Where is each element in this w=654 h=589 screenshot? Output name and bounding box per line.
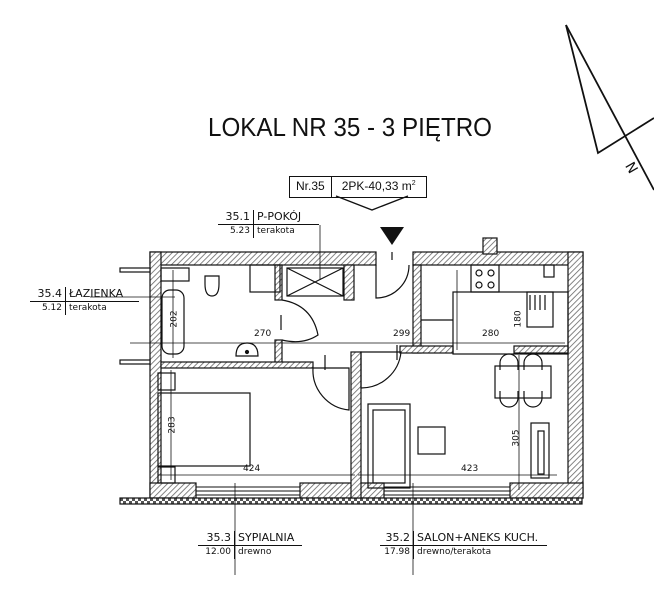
apartment-type-area: 2PK-40,33 m2 bbox=[332, 177, 426, 197]
room-name: SYPIALNIA bbox=[238, 531, 295, 544]
apartment-number: Nr.35 bbox=[290, 177, 332, 197]
svg-text:N: N bbox=[621, 160, 640, 177]
room-area: 12.00 bbox=[198, 546, 235, 559]
badge-pointer bbox=[335, 195, 409, 211]
bedroom-door-icon bbox=[312, 367, 350, 411]
room-floor: terakota bbox=[69, 303, 107, 313]
room-name: SALON+ANEKS KUCH. bbox=[417, 531, 539, 544]
kitchen-fixtures bbox=[421, 264, 569, 355]
ventilation-shaft-icon bbox=[286, 267, 344, 297]
room-id: 35.3 bbox=[198, 531, 235, 545]
dim-kitchen-width: 280 bbox=[482, 329, 500, 339]
bathroom-door-icon bbox=[281, 299, 319, 343]
dim-corridor-width: 299 bbox=[393, 329, 411, 339]
coffee-table-icon bbox=[417, 426, 446, 455]
stove-icon bbox=[470, 264, 500, 293]
entrance-door-icon bbox=[375, 264, 410, 299]
room-floor: terakota bbox=[257, 226, 295, 236]
type-area-text: 2PK-40,33 m bbox=[341, 179, 412, 193]
dim-kitchen-height: 180 bbox=[513, 310, 524, 328]
dim-bedroom-width: 424 bbox=[243, 464, 261, 474]
room-name: P-POKÓJ bbox=[257, 210, 302, 223]
entrance-triangle-icon bbox=[380, 227, 404, 245]
windows bbox=[195, 486, 511, 496]
toilet-icon bbox=[204, 275, 220, 297]
dining-table-icon bbox=[494, 365, 552, 399]
walls bbox=[119, 237, 584, 505]
room-area: 17.98 bbox=[380, 546, 414, 559]
apartment-badge: Nr.35 2PK-40,33 m2 bbox=[289, 176, 427, 198]
room-area: 5.23 bbox=[218, 225, 254, 238]
kitchen-sink-icon bbox=[526, 291, 554, 328]
area-unit-superscript: 2 bbox=[411, 180, 416, 187]
doors bbox=[280, 264, 410, 411]
sofa-icon bbox=[367, 403, 411, 489]
room-id: 35.2 bbox=[380, 531, 414, 545]
bed-icon bbox=[157, 392, 251, 467]
room-floor: drewno/terakota bbox=[417, 547, 492, 557]
north-arrow-icon: N bbox=[565, 24, 654, 191]
room-area: 5.12 bbox=[30, 302, 66, 315]
living-door-icon bbox=[360, 351, 402, 389]
living-furniture bbox=[367, 353, 552, 489]
plan-title: LOKAL NR 35 - 3 PIĘTRO bbox=[208, 112, 492, 142]
nightstand-icon bbox=[157, 372, 176, 391]
cabinet-icon bbox=[530, 422, 550, 479]
fridge-icon bbox=[543, 264, 555, 278]
room-name: ŁAZIENKA bbox=[69, 287, 124, 300]
room-floor: drewno bbox=[238, 547, 272, 557]
dim-bath-height: 202 bbox=[169, 310, 180, 328]
dimension-lines bbox=[90, 225, 565, 575]
room-id: 35.1 bbox=[218, 210, 254, 224]
washing-machine-icon bbox=[160, 267, 190, 282]
dim-living-height: 305 bbox=[511, 429, 522, 447]
room-id: 35.4 bbox=[30, 287, 66, 301]
dim-bedroom-height: 283 bbox=[167, 416, 178, 434]
dim-hall-width: 270 bbox=[254, 329, 272, 339]
dim-living-width: 423 bbox=[461, 464, 479, 474]
